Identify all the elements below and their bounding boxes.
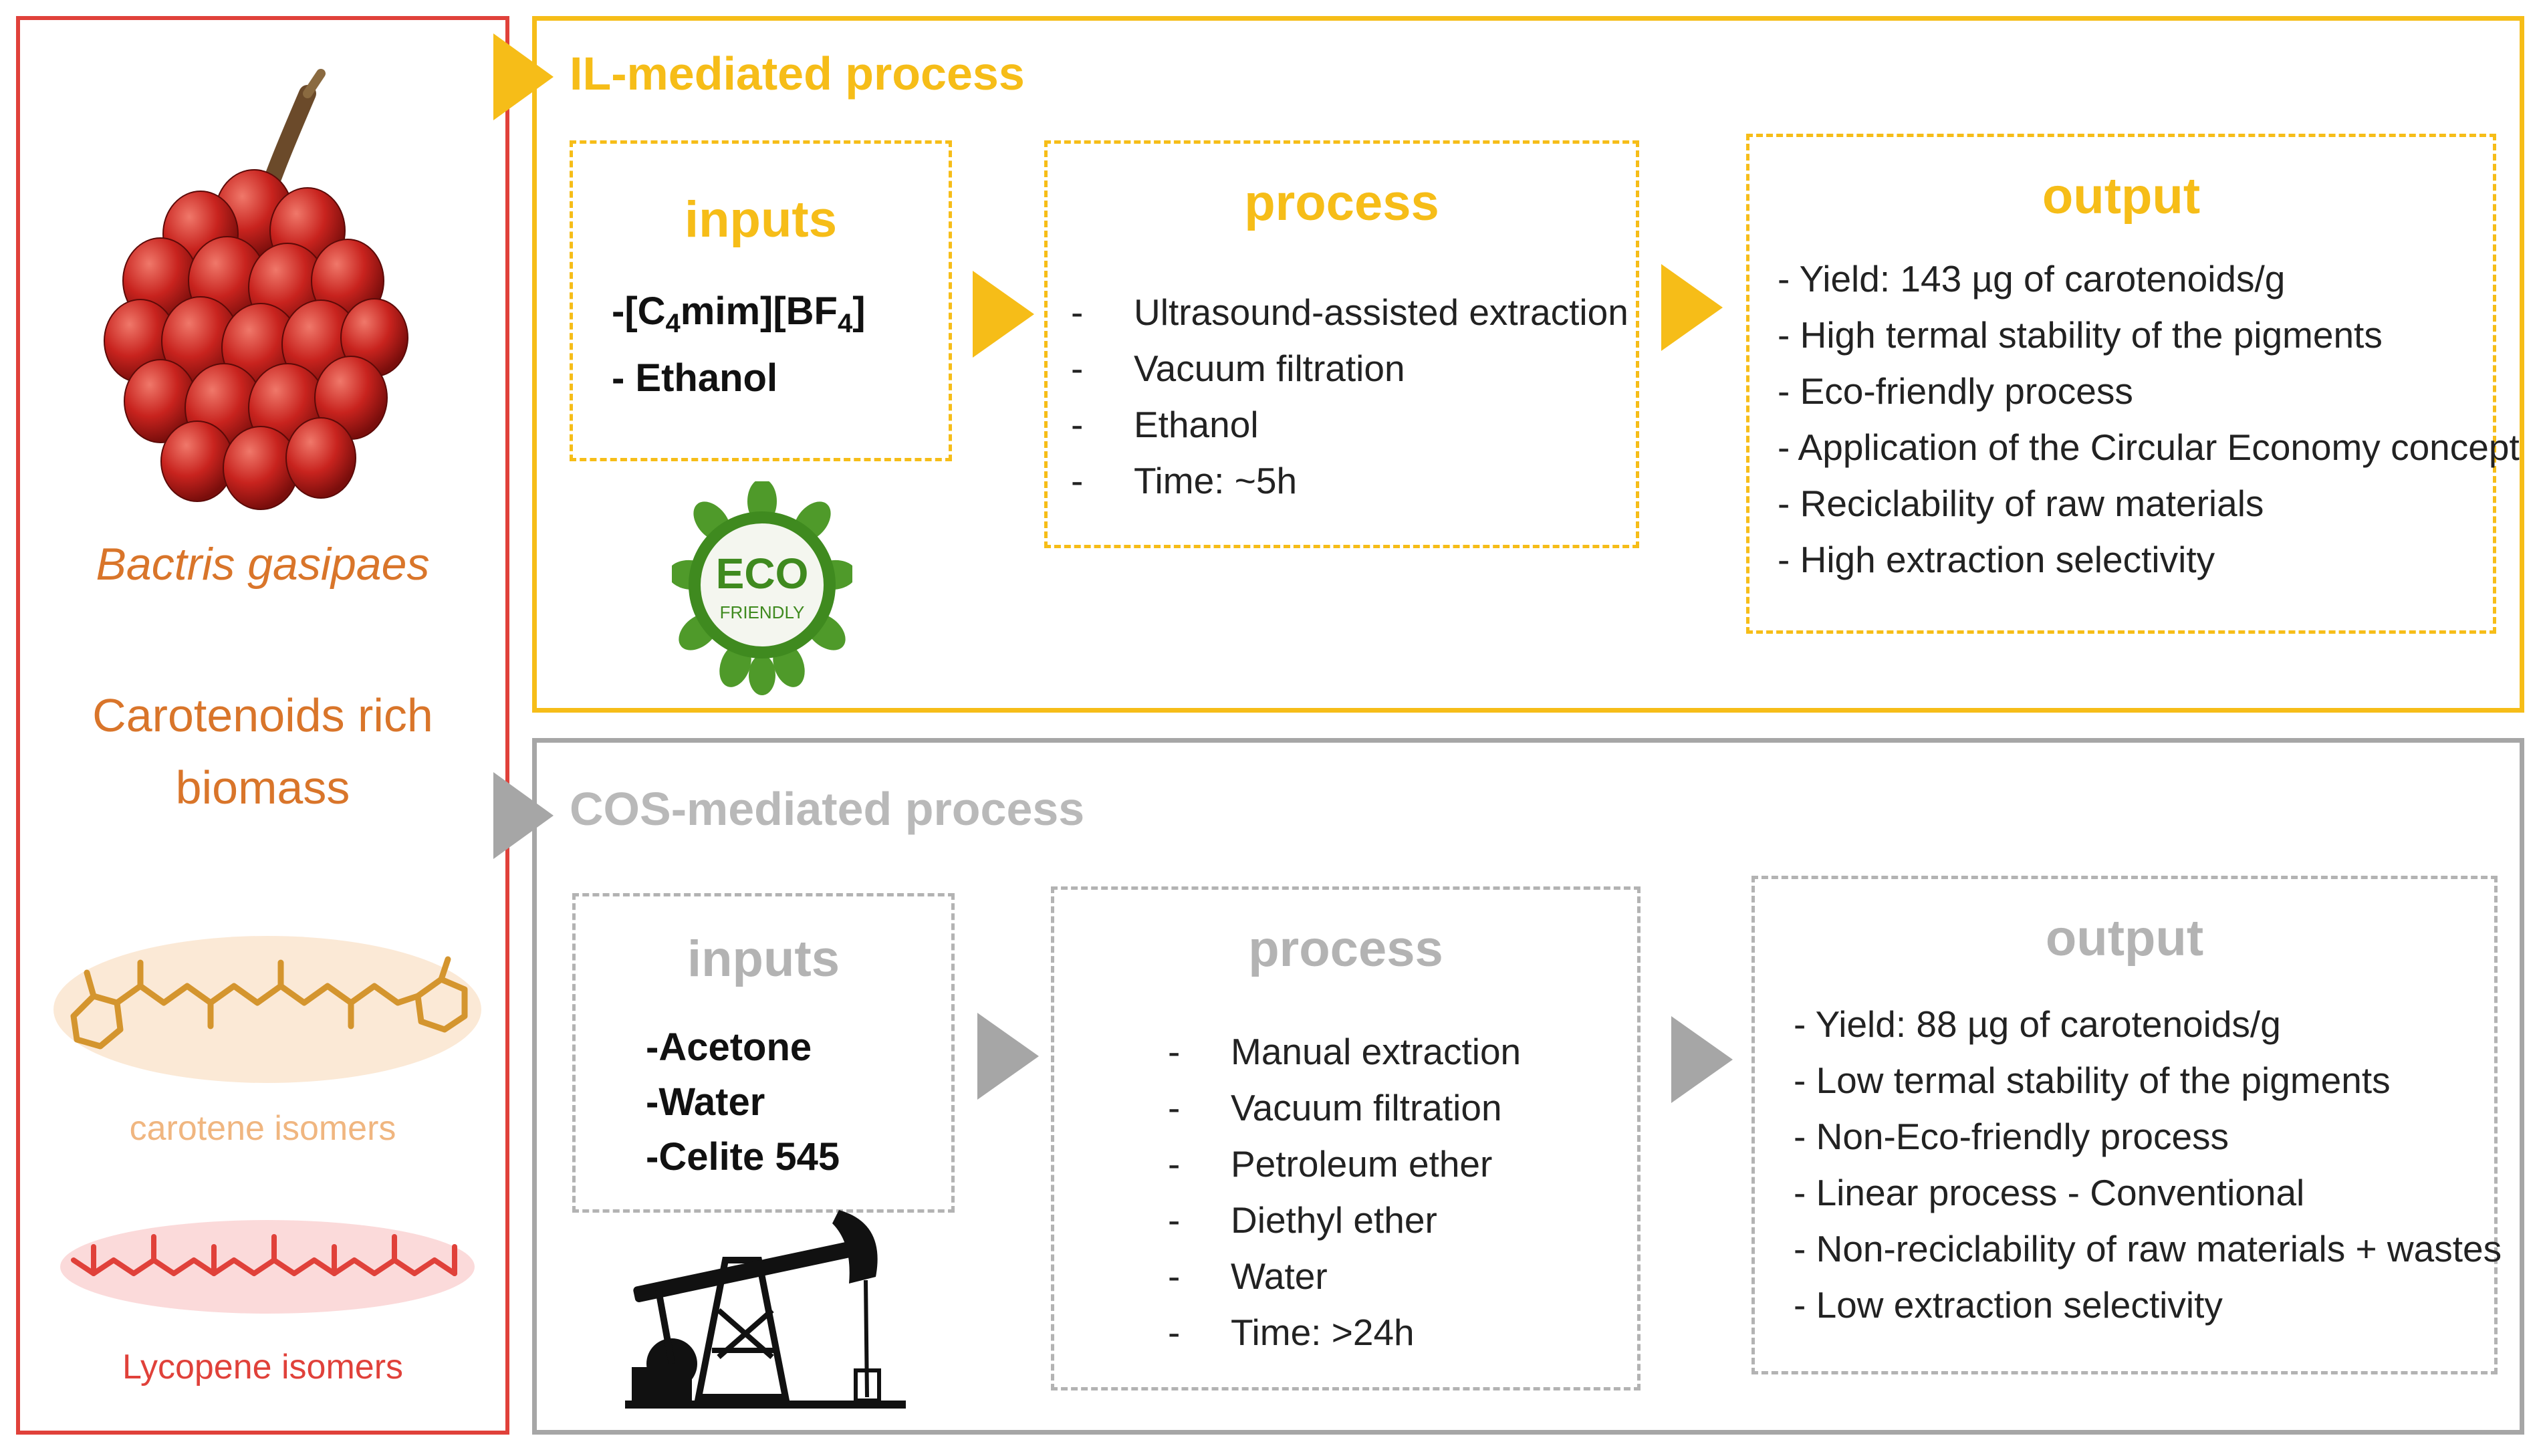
cos-process-list: -Manual extraction -Vacuum filtration -P… — [1168, 1023, 1521, 1360]
cos-entry-arrow-icon — [493, 772, 554, 859]
il-output-item: - High extraction selectivity — [1778, 539, 2215, 580]
cos-process-heading: process — [1248, 921, 1443, 977]
il-output-item: - Application of the Circular Economy co… — [1778, 427, 2520, 468]
cos-arrow-process-to-output-icon — [1671, 1016, 1733, 1103]
cos-process-title: COS-mediated process — [570, 783, 1085, 835]
cos-output-item: - Yield: 88 µg of carotenoids/g — [1794, 1003, 2281, 1045]
eco-badge-line2: FRIENDLY — [720, 602, 805, 622]
cos-process-item: -Vacuum filtration — [1168, 1087, 1502, 1128]
lycopene-molecule-icon — [60, 1220, 475, 1314]
il-inputs-list: -[C4mim][BF4] - Ethanol — [612, 284, 866, 406]
cos-output-item: - Non-reciclability of raw materials + w… — [1794, 1228, 2502, 1269]
il-arrow-inputs-to-process-icon — [973, 271, 1034, 358]
cos-process-item: -Manual extraction — [1168, 1031, 1522, 1072]
il-output-heading: output — [2042, 168, 2201, 225]
cos-output-item: - Non-Eco-friendly process — [1794, 1116, 2229, 1157]
il-input-ethanol: - Ethanol — [612, 356, 778, 400]
biomass-label-line1: Carotenoids rich — [92, 689, 433, 741]
oil-pump-jack-icon — [625, 1210, 906, 1409]
cos-output-item: - Low termal stability of the pigments — [1794, 1060, 2391, 1101]
cos-process-item: -Diethyl ether — [1168, 1199, 1437, 1241]
il-inputs-box: inputs -[C4mim][BF4] - Ethanol — [570, 140, 952, 461]
il-output-item: - Yield: 143 µg of carotenoids/g — [1778, 258, 2286, 299]
carotene-isomers-label: carotene isomers — [129, 1109, 396, 1148]
eco-badge-line1: ECO — [716, 550, 809, 598]
cos-process-item: -Petroleum ether — [1168, 1143, 1493, 1185]
il-entry-arrow-icon — [493, 33, 554, 120]
cos-output-item: - Linear process - Conventional — [1794, 1172, 2305, 1213]
cos-inputs-box: inputs -Acetone -Water -Celite 545 — [572, 893, 955, 1213]
biomass-label-line2: biomass — [175, 761, 350, 814]
il-process-item: -Ultrasound-assisted extraction — [1071, 291, 1628, 333]
lycopene-isomers-label: Lycopene isomers — [122, 1348, 404, 1386]
il-process-title: IL-mediated process — [570, 47, 1025, 100]
cos-process-panel — [532, 738, 2524, 1435]
il-process-heading: process — [1244, 174, 1439, 231]
il-output-item: - High termal stability of the pigments — [1778, 314, 2383, 356]
cos-input-item: -Water — [646, 1080, 765, 1124]
cos-process-item: -Water — [1168, 1255, 1328, 1297]
cos-input-item: -Celite 545 — [646, 1135, 840, 1179]
biomass-panel: Bactris gasipaes Carotenoids rich biomas… — [16, 16, 509, 1435]
il-process-item: -Vacuum filtration — [1071, 348, 1405, 389]
cos-input-item: -Acetone — [646, 1025, 812, 1069]
cos-process-item: -Time: >24h — [1168, 1312, 1415, 1353]
il-input-ionic-liquid: -[C4mim][BF4] — [612, 289, 866, 338]
cos-output-item: - Low extraction selectivity — [1794, 1284, 2223, 1326]
il-process-panel — [532, 16, 2524, 713]
il-output-box: output - Yield: 143 µg of carotenoids/g … — [1746, 134, 2520, 634]
cos-output-list: - Yield: 88 µg of carotenoids/g - Low te… — [1794, 996, 2502, 1333]
il-output-item: - Reciclability of raw materials — [1778, 483, 2264, 524]
cos-inputs-list: -Acetone -Water -Celite 545 — [646, 1020, 840, 1185]
carotene-molecule-icon — [53, 936, 481, 1083]
il-process-list: -Ultrasound-assisted extraction -Vacuum … — [1071, 284, 1628, 509]
il-arrow-process-to-output-icon — [1661, 264, 1723, 351]
il-output-item: - Eco-friendly process — [1778, 370, 2133, 412]
il-output-list: - Yield: 143 µg of carotenoids/g - High … — [1778, 251, 2520, 588]
il-process-item: -Time: ~5h — [1071, 460, 1298, 501]
eco-friendly-badge-icon: ECO FRIENDLY — [672, 481, 852, 695]
il-process-item: -Ethanol — [1071, 404, 1259, 445]
cos-inputs-heading: inputs — [687, 931, 840, 987]
cos-process-box: process -Manual extraction -Vacuum filtr… — [1051, 886, 1641, 1390]
cos-output-box: output - Yield: 88 µg of carotenoids/g -… — [1751, 876, 2502, 1374]
cos-arrow-inputs-to-process-icon — [977, 1013, 1039, 1100]
peach-palm-fruit-illustration — [104, 69, 408, 510]
il-inputs-heading: inputs — [685, 191, 837, 248]
il-process-box: process -Ultrasound-assisted extraction … — [1044, 140, 1639, 548]
cos-output-heading: output — [2045, 910, 2204, 967]
species-name: Bactris gasipaes — [96, 539, 430, 590]
